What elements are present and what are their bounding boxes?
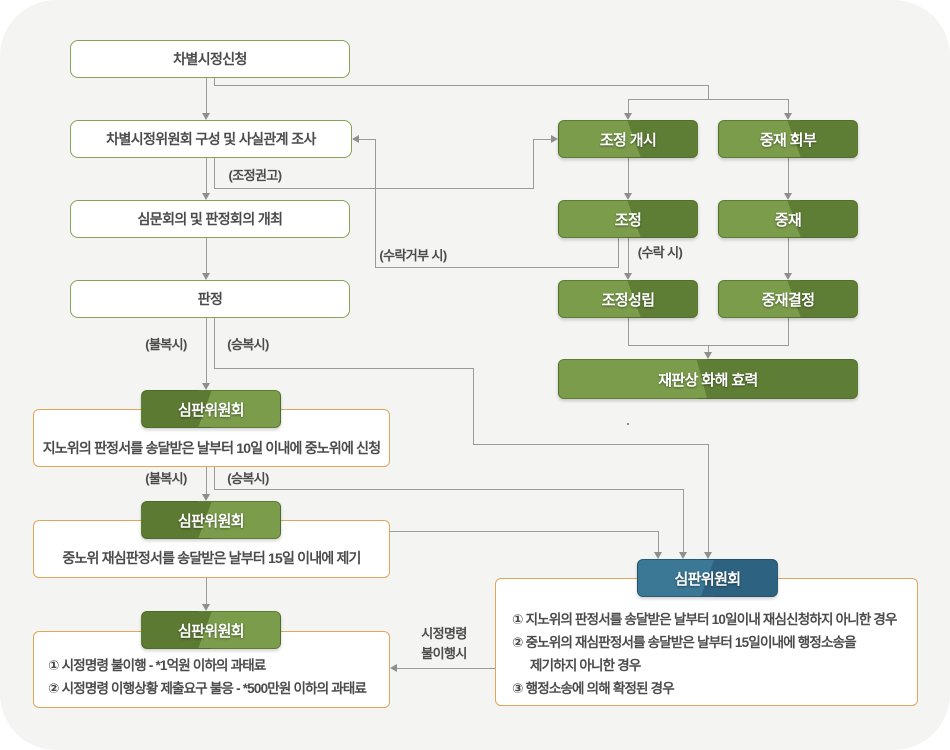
box-ruling: 판정 — [70, 280, 350, 318]
btn-settlement-effect: 재판상 화해 효력 — [558, 359, 858, 399]
label-order-noncompliance: 시정명령 불이행시 — [408, 624, 480, 664]
connector-line — [628, 99, 789, 100]
label-dissent-2: (불복시) — [145, 471, 187, 486]
arrowhead — [784, 193, 792, 200]
note-text-line: ③ 행정소송에 의해 확정된 경우 — [512, 681, 675, 696]
label-mediation-recommendation: (조정권고) — [228, 168, 283, 183]
connector-line — [628, 318, 629, 346]
connector-line — [214, 318, 215, 369]
connector-line — [206, 158, 207, 195]
connector-line — [473, 368, 474, 445]
connector-line — [708, 444, 709, 554]
arrowhead — [202, 604, 210, 611]
connector-line — [658, 531, 659, 554]
arrowhead — [202, 193, 210, 200]
arrowhead — [654, 552, 662, 559]
arrowhead — [202, 383, 210, 390]
note-text: 지노위의 판정서를 송달받은 날부터 10일 이내에 중노위에 신청 — [42, 440, 381, 456]
btn-review-committee-final: 심판위원회 — [637, 559, 778, 597]
connector-line — [708, 345, 709, 354]
btn-mediation-concluded: 조정성립 — [558, 280, 698, 318]
connector-line — [375, 139, 376, 268]
connector-line — [708, 85, 709, 100]
arrowhead — [390, 664, 397, 672]
connector-line — [390, 531, 659, 532]
arrowhead — [704, 352, 712, 359]
label-order-noncompliance-line1: 시정명령 — [421, 626, 467, 641]
arrowhead — [202, 273, 210, 280]
connector-line — [788, 238, 789, 275]
arrowhead — [352, 135, 359, 143]
connector-line — [214, 158, 215, 189]
connector-line — [628, 99, 629, 115]
connector-line — [214, 78, 215, 86]
label-acceptance-refused: (수락거부 시) — [379, 248, 447, 263]
connector-line — [214, 489, 684, 490]
note-text: 중노위 재심판정서를 송달받은 날부터 15일 이내에 제기 — [62, 550, 361, 566]
arrowhead — [624, 193, 632, 200]
connector-line — [788, 158, 789, 195]
connector-line — [375, 267, 619, 268]
connector-line — [788, 99, 789, 115]
note-text-line: ① 시정명령 불이행 - *1억원 이하의 과태료 — [48, 658, 266, 673]
connector-line — [397, 668, 495, 669]
btn-mediation: 조정 — [558, 200, 698, 238]
connector-line — [788, 318, 789, 346]
note-text-line: 제기하지 아니한 경우 — [530, 658, 641, 673]
note-text-line: ① 지노위의 판정서를 송달받은 날부터 10일이내 재심신청하지 아니한 경우 — [512, 612, 897, 627]
arrowhead — [624, 273, 632, 280]
btn-review-committee-3: 심판위원회 — [141, 611, 281, 649]
arrowhead — [704, 552, 712, 559]
connector-line — [214, 85, 709, 86]
label-dissent-1: (불복시) — [145, 337, 187, 352]
box-discrimination-apply: 차별시정신청 — [70, 40, 350, 78]
connector-line — [628, 238, 629, 275]
arrowhead — [202, 113, 210, 120]
btn-arbitration: 중재 — [718, 200, 858, 238]
label-accept-2: (승복시) — [227, 471, 269, 486]
label-accepted: (수락 시) — [637, 245, 683, 260]
connector-line — [214, 368, 474, 369]
connector-line — [214, 188, 534, 189]
connector-line — [533, 139, 534, 189]
connector-line — [206, 238, 207, 275]
btn-arbitration-decision: 중재결정 — [718, 280, 858, 318]
box-hearing-meeting: 심문회의 및 판정회의 개최 — [70, 200, 350, 238]
label-accept-1: (승복시) — [227, 337, 269, 352]
note-box-final-cases: ① 지노위의 판정서를 송달받은 날부터 10일이내 재심신청하지 아니한 경우… — [495, 578, 918, 706]
box-committee-investigation: 차별시정위원회 구성 및 사실관계 조사 — [70, 120, 352, 158]
note-text-line: ② 시정명령 이행상황 제출요구 불응 - *500만원 이하의 과태료 — [48, 681, 367, 696]
connector-line — [206, 318, 207, 385]
arrowhead — [202, 494, 210, 501]
connector-line — [206, 78, 207, 115]
arrowhead — [551, 135, 558, 143]
connector-line — [628, 158, 629, 195]
connector-line — [683, 489, 684, 554]
arrowhead — [624, 113, 632, 120]
arrowhead — [679, 552, 687, 559]
btn-review-committee-2: 심판위원회 — [141, 501, 281, 539]
stray-dot — [627, 423, 629, 425]
label-order-noncompliance-line2: 불이행시 — [421, 646, 467, 661]
note-text-line: ② 중노위의 재심판정서를 송달받은 날부터 15일이내에 행정소송을 — [512, 635, 857, 650]
connector-line — [206, 467, 207, 496]
connector-line — [533, 139, 552, 140]
connector-line — [473, 444, 709, 445]
connector-line — [359, 139, 376, 140]
connector-line — [618, 238, 619, 268]
btn-mediation-open: 조정 개시 — [558, 120, 698, 158]
btn-review-committee-1: 심판위원회 — [141, 390, 281, 428]
arrowhead — [784, 273, 792, 280]
connector-line — [214, 467, 215, 490]
connector-line — [206, 578, 207, 606]
arrowhead — [784, 113, 792, 120]
note-box-fines: ① 시정명령 불이행 - *1억원 이하의 과태료 ② 시정명령 이행상황 제출… — [33, 631, 390, 708]
btn-arbitration-referral: 중재 회부 — [718, 120, 858, 158]
